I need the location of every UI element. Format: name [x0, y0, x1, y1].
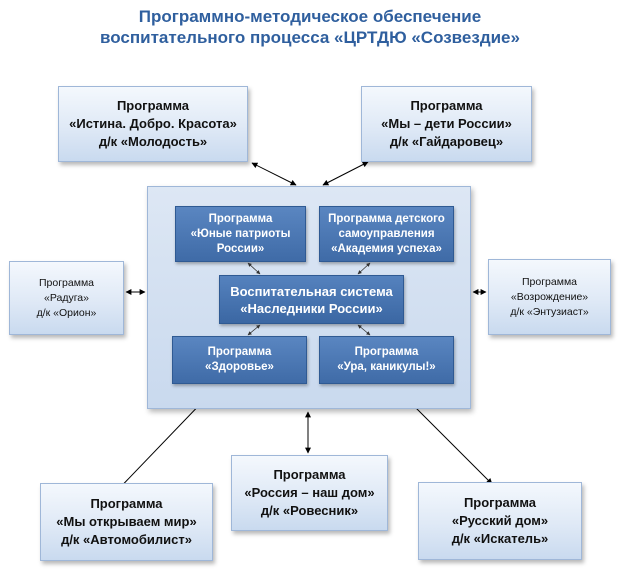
program-box-istina: Программа «Истина. Добро. Красота» д/к «… [58, 86, 248, 162]
inner-arrow-bottom-right [357, 324, 371, 336]
diagram-title: Программно-методическое обеспечение восп… [0, 6, 620, 48]
program-box-my-otkryvaem-mir: Программа «Мы открываем мир» д/к «Автомо… [40, 483, 213, 561]
inner-arrow-top-right [357, 262, 371, 275]
program-box-raduga: Программа «Радуга» д/к «Орион» [9, 261, 124, 335]
program-box-vozrozhdenie: Программа «Возрождение» д/к «Энтузиаст» [488, 259, 611, 335]
program-box-russkiy-dom: Программа «Русский дом» д/к «Искатель» [418, 482, 582, 560]
program-box-deti-rossii: Программа «Мы – дети России» д/к «Гайдар… [361, 86, 532, 162]
program-box-young-patriots: Программа «Юные патриоты России» [175, 206, 306, 262]
arrow-bottom-right [403, 395, 493, 485]
title-line-1: Программно-методическое обеспечение [138, 7, 482, 26]
inner-arrow-bottom-left [247, 324, 261, 336]
core-education-system: Воспитательная система «Наследники Росси… [219, 275, 404, 324]
program-box-academy: Программа детского самоуправления «Акаде… [319, 206, 454, 262]
inner-arrow-top-left [247, 262, 261, 275]
arrow-bottom-left [109, 395, 209, 499]
program-box-holidays: Программа «Ура, каникулы!» [319, 336, 454, 384]
arrow-top-right [322, 161, 369, 186]
arrow-top-left [251, 162, 297, 186]
title-line-2: воспитательного процесса «ЦРТДЮ «Созвезд… [100, 28, 520, 47]
program-box-health: Программа «Здоровье» [172, 336, 307, 384]
program-box-rossiya-nash-dom: Программа «Россия – наш дом» д/к «Ровесн… [231, 455, 388, 531]
